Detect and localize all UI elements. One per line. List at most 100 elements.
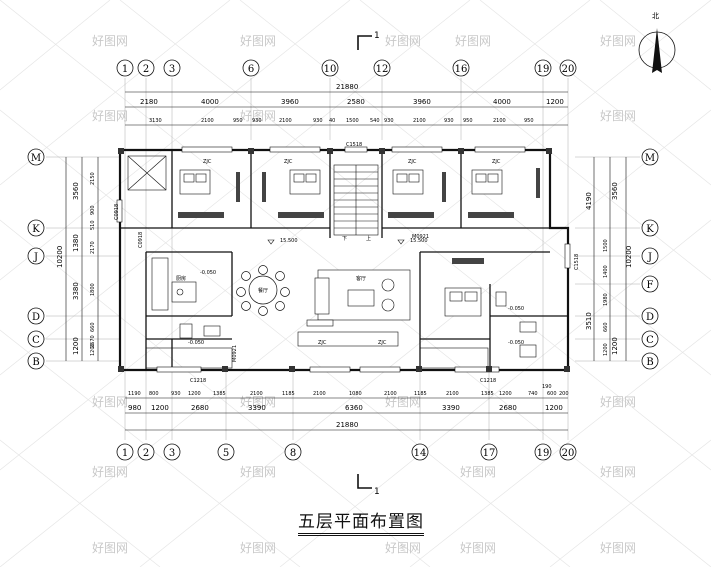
dim-label: 1500 bbox=[346, 118, 359, 124]
dim-label: 1200 bbox=[546, 98, 564, 106]
axis-label: K bbox=[646, 224, 654, 235]
axis-label: C bbox=[32, 335, 40, 346]
elevation-label: -0.050 bbox=[188, 340, 204, 346]
wardrobes bbox=[178, 168, 540, 264]
axis-label: C bbox=[646, 335, 654, 346]
dining-table bbox=[236, 265, 290, 316]
axis-label: B bbox=[32, 357, 39, 368]
top-total-dim: 21880 bbox=[336, 83, 358, 91]
columns bbox=[118, 148, 570, 372]
dim-label: 660 bbox=[90, 322, 96, 332]
window-code-c1218: C1218 bbox=[190, 378, 206, 384]
axis-label: 12 bbox=[376, 64, 389, 75]
watermark-text: 好图网 bbox=[92, 541, 128, 555]
axis-label: 14 bbox=[414, 448, 427, 459]
watermark-text: 好图网 bbox=[600, 34, 636, 48]
zjc-label: ZJC bbox=[408, 159, 417, 165]
top-axis-bubbles bbox=[116, 59, 577, 77]
axis-label: D bbox=[32, 312, 40, 323]
window-code-c1518-right: C1518 bbox=[574, 254, 580, 270]
balconies bbox=[145, 331, 489, 369]
left-axis-labels: M K J D C B bbox=[31, 153, 41, 368]
elevation-label: -0.050 bbox=[508, 306, 524, 312]
dim-label: 2150 bbox=[90, 172, 96, 185]
axis-label: 3 bbox=[169, 448, 175, 459]
kitchen-furniture bbox=[151, 257, 197, 311]
kitchen-label: 厨房 bbox=[176, 275, 186, 282]
axis-label: M bbox=[31, 153, 41, 164]
dim-label: 6360 bbox=[345, 404, 363, 412]
section-mark-number: 1 bbox=[374, 31, 380, 41]
axis-label: 19 bbox=[537, 64, 550, 75]
zjc-label: ZJC bbox=[492, 159, 501, 165]
dining-room-label: 餐厅 bbox=[258, 287, 268, 294]
bottom-dims-row2: 980 1200 2680 3390 6360 3390 2680 1200 bbox=[128, 404, 563, 412]
dim-label: 740 bbox=[528, 391, 538, 397]
dim-label: 2100 bbox=[313, 391, 326, 397]
axis-label: M bbox=[645, 153, 655, 164]
elevation-label: 15.500 bbox=[280, 238, 298, 244]
axis-label: 5 bbox=[223, 448, 229, 459]
watermark-text: 好图网 bbox=[240, 395, 276, 409]
section-mark-number: 1 bbox=[374, 487, 380, 497]
dim-label: 2680 bbox=[191, 404, 209, 412]
elevation-label: -0.050 bbox=[200, 270, 216, 276]
dim-label: 800 bbox=[149, 391, 159, 397]
watermark-text: 好图网 bbox=[460, 465, 496, 479]
axis-label: 16 bbox=[455, 64, 468, 75]
dim-label: 4000 bbox=[201, 98, 219, 106]
watermark-text: 好图网 bbox=[600, 541, 636, 555]
stair bbox=[333, 164, 379, 236]
dim-label: 660 bbox=[603, 322, 609, 332]
dim-label: 930 bbox=[313, 118, 323, 124]
left-dims-1: 3560 1380 3380 1200 bbox=[72, 182, 80, 355]
axis-label: 1 bbox=[122, 448, 128, 459]
dim-label: 2170 bbox=[90, 241, 96, 254]
dim-label: 1400 bbox=[603, 265, 609, 278]
zjc-labels: ZJC ZJC ZJC ZJC ZJC ZJC bbox=[203, 159, 501, 346]
dim-label: 950 bbox=[524, 118, 534, 124]
dim-label: 3960 bbox=[281, 98, 299, 106]
windows bbox=[116, 146, 571, 373]
living-furniture bbox=[306, 269, 411, 327]
axis-label: 2 bbox=[143, 64, 149, 75]
top-dimensions bbox=[125, 91, 568, 126]
north-label: 北 bbox=[652, 12, 659, 20]
dim-label: 1980 bbox=[603, 293, 609, 306]
dim-label: 2100 bbox=[384, 391, 397, 397]
axis-label: D bbox=[646, 312, 654, 323]
top-dims-row2: 3130 2100 950 930 2100 930 40 1500 540 9… bbox=[149, 118, 534, 124]
door-code-m0921: M0921 bbox=[412, 234, 429, 240]
elevation-label: 15.500 bbox=[410, 238, 428, 244]
zjc-label: ZJC bbox=[284, 159, 293, 165]
watermark-text: 好图网 bbox=[240, 34, 276, 48]
watermark-text: 好图网 bbox=[600, 109, 636, 123]
watermarks: 好图网 好图网 好图网 好图网 好图网 好图网 好图网 好图网 好图网 好图网 … bbox=[92, 34, 636, 555]
dim-label: 1185 bbox=[282, 391, 295, 397]
stair-up-label: 上 bbox=[366, 235, 371, 242]
dim-label: 1200 bbox=[603, 343, 609, 356]
axis-label: 20 bbox=[562, 448, 575, 459]
axis-label: 19 bbox=[537, 448, 550, 459]
watermark-text: 好图网 bbox=[92, 109, 128, 123]
zjc-label: ZJC bbox=[378, 340, 387, 346]
dim-label: 1380 bbox=[72, 234, 80, 252]
dim-label: 4190 bbox=[585, 192, 593, 210]
bath-fixtures bbox=[179, 291, 537, 358]
dim-label: 1385 bbox=[481, 391, 494, 397]
left-dimensions bbox=[65, 157, 99, 361]
living-room-label: 客厅 bbox=[356, 275, 366, 282]
section-mark-top bbox=[357, 35, 372, 50]
bedroom-furniture bbox=[179, 169, 503, 317]
window-code-c1518: C1518 bbox=[346, 142, 362, 148]
axis-label: 3 bbox=[169, 64, 175, 75]
watermark-text: 好图网 bbox=[92, 465, 128, 479]
axis-label: 20 bbox=[562, 64, 575, 75]
dim-label: 1190 bbox=[128, 391, 141, 397]
axis-label: F bbox=[647, 280, 654, 291]
top-axis-labels: 1 2 3 6 10 12 16 19 20 bbox=[122, 64, 575, 75]
dim-label: 3560 bbox=[611, 182, 619, 200]
dim-label: 510 bbox=[90, 220, 96, 230]
watermark-text: 好图网 bbox=[240, 541, 276, 555]
dim-label: 40 bbox=[329, 118, 335, 124]
